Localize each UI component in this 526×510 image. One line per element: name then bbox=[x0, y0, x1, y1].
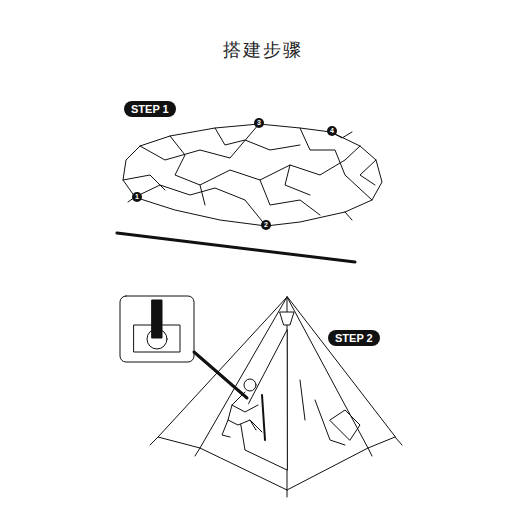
callout-number: 1 bbox=[132, 192, 142, 202]
callout-number: 4 bbox=[327, 126, 337, 136]
step-badge: STEP 2 bbox=[328, 330, 380, 346]
step-label: STEP 2 bbox=[335, 332, 373, 344]
diagram-title: 搭建步骤 bbox=[223, 38, 303, 62]
callout-number: 3 bbox=[254, 118, 264, 128]
step-badge: STEP 1 bbox=[124, 101, 176, 117]
step-label: STEP 1 bbox=[131, 103, 169, 115]
callout-number: 2 bbox=[261, 220, 271, 230]
